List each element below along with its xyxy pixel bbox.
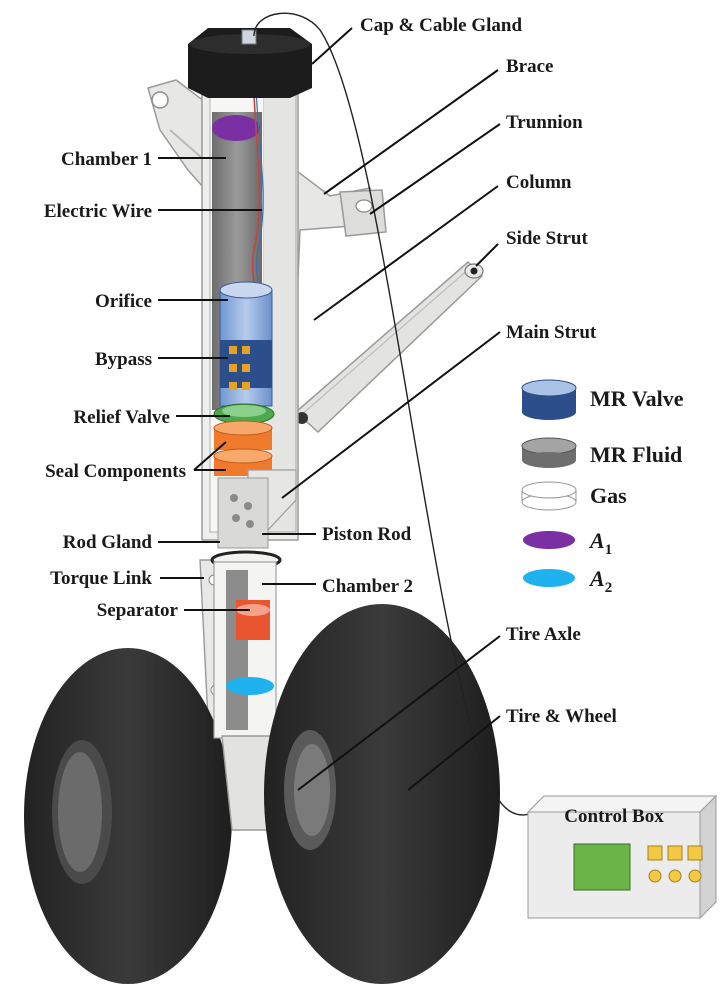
- label-side-strut: Side Strut: [506, 228, 588, 249]
- svg-text:Gas: Gas: [590, 483, 627, 508]
- control-box-button: [667, 845, 683, 861]
- control-cable: [253, 12, 541, 816]
- label-orifice: Orifice: [95, 291, 152, 312]
- label-piston-rod: Piston Rod: [322, 524, 412, 545]
- lower-cylinder: [213, 561, 277, 739]
- label-seal-components: Seal Components: [45, 461, 186, 482]
- label-bypass: Bypass: [95, 349, 152, 370]
- control-box-button: [647, 845, 663, 861]
- legend: MR Valve MR Fluid Gas A1 A2: [521, 379, 684, 596]
- label-chamber-1: Chamber 1: [61, 149, 152, 170]
- legend-item-a2: A2: [523, 566, 612, 596]
- legend-item-mr-valve: MR Valve: [521, 379, 684, 420]
- label-chamber-2: Chamber 2: [322, 576, 413, 597]
- label-relief-valve: Relief Valve: [73, 407, 170, 428]
- cap-cable-gland: [188, 28, 312, 98]
- control-box-screen: [573, 843, 631, 891]
- mr-valve: [219, 281, 273, 407]
- label-rod-gland: Rod Gland: [63, 532, 153, 553]
- seal-components: [213, 420, 273, 476]
- control-box-label: Control Box: [564, 806, 664, 827]
- legend-item-a1: A1: [523, 528, 612, 558]
- control-box-knob: [648, 869, 662, 883]
- label-main-strut: Main Strut: [506, 322, 597, 343]
- control-box-knob: [668, 869, 682, 883]
- leader-lines: [158, 27, 501, 791]
- control-box-knob: [688, 869, 702, 883]
- control-box: Control Box: [526, 794, 718, 920]
- labels: Cap & Cable Gland Brace Trunnion Column …: [44, 15, 617, 727]
- side-strut: [294, 260, 484, 434]
- label-torque-link: Torque Link: [50, 568, 152, 589]
- left-tire: [24, 648, 232, 984]
- control-box-button: [687, 845, 703, 861]
- label-separator: Separator: [97, 600, 179, 621]
- trunnion: [339, 189, 387, 237]
- right-tire: [264, 604, 500, 984]
- label-brace: Brace: [506, 56, 553, 77]
- label-electric-wire: Electric Wire: [44, 201, 152, 222]
- label-tire-wheel: Tire & Wheel: [506, 706, 617, 727]
- svg-text:MR Fluid: MR Fluid: [590, 442, 682, 467]
- label-trunnion: Trunnion: [506, 112, 583, 133]
- svg-text:A2: A2: [588, 566, 612, 596]
- relief-valve: [213, 403, 275, 425]
- label-cap-cable-gland: Cap & Cable Gland: [360, 15, 522, 36]
- legend-item-mr-fluid: MR Fluid: [521, 437, 682, 468]
- label-column: Column: [506, 172, 572, 193]
- label-tire-axle: Tire Axle: [506, 624, 581, 645]
- legend-item-gas: Gas: [521, 481, 627, 511]
- piston-rod: [217, 477, 269, 549]
- svg-text:A1: A1: [588, 528, 612, 558]
- svg-text:MR Valve: MR Valve: [590, 386, 684, 411]
